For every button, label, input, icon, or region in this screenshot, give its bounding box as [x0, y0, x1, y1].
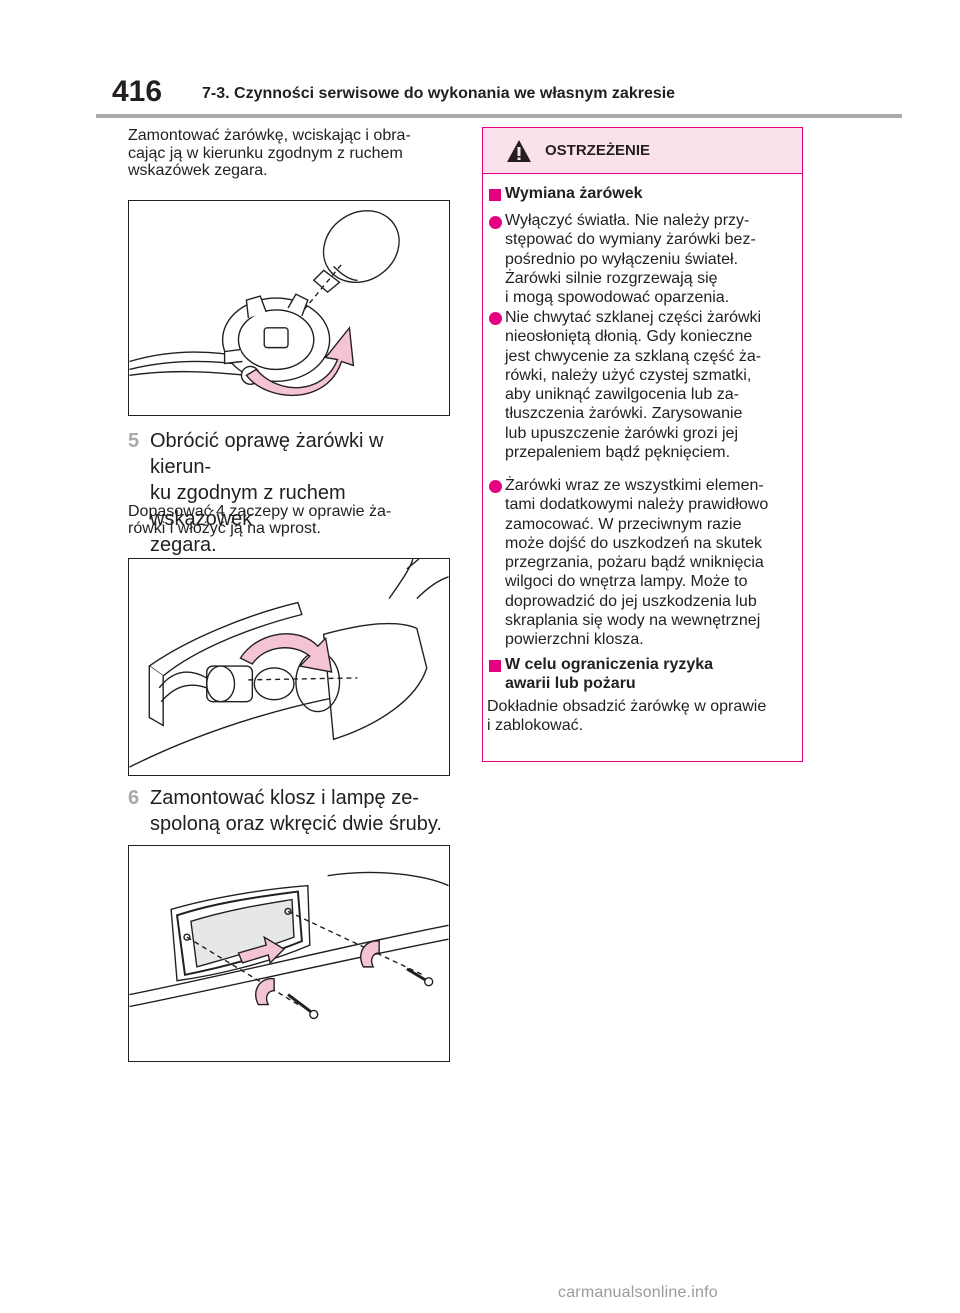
page-number: 416	[112, 75, 163, 108]
step-6-number: 6	[128, 787, 140, 809]
warning-bullet-3: Żarówki wraz ze wszystkimi elemen- tami …	[505, 477, 769, 649]
intro-text: Zamontować żarówkę, wciskając i obra- ca…	[128, 127, 411, 179]
bullet-marker	[489, 312, 502, 325]
push-arrow	[237, 935, 286, 965]
section-square-marker	[489, 660, 501, 672]
bullet-marker	[489, 216, 502, 229]
rotation-arrow	[245, 326, 355, 396]
header-rule	[96, 114, 902, 118]
warning-bullet-1: Wyłączyć światła. Nie należy przy- stępo…	[505, 212, 756, 307]
lens-install-illustration	[129, 871, 449, 1020]
figure-bulb-holder-turn	[128, 558, 450, 776]
step-5-text: Obrócić oprawę żarówki w kierun- ku zgod…	[150, 430, 384, 556]
figure-bulb-install	[128, 200, 450, 416]
warning-triangle-icon	[507, 140, 531, 162]
warning-section-1-title: Wymiana żarówek	[505, 185, 643, 202]
warning-section-2-title: W celu ograniczenia ryzyka awarii lub po…	[505, 656, 714, 693]
rotation-arrow	[239, 633, 333, 673]
warning-title: OSTRZEŻENIE	[545, 142, 651, 159]
footer-watermark: carmanualsonline.info	[558, 1284, 718, 1301]
figure-lens-install	[128, 845, 450, 1062]
warning-section-2-text: Dokładnie obsadzić żarówkę w oprawie i z…	[487, 698, 767, 735]
bulb-install-illustration	[129, 210, 400, 396]
bullet-marker	[489, 480, 502, 493]
step-5-number: 5	[128, 430, 140, 452]
step-6-text: Zamontować klosz i lampę ze- spoloną ora…	[150, 787, 442, 835]
warning-header: OSTRZEŻENIE	[483, 128, 802, 174]
page-header: 416 7-3. Czynności serwisowe do wykonani…	[96, 74, 902, 118]
bulb-holder-illustration	[129, 559, 449, 768]
warning-box: OSTRZEŻENIE Wymiana żarówek Wyłączyć świ…	[482, 127, 803, 762]
section-square-marker	[489, 189, 501, 201]
warning-bullet-2: Nie chwytać szklanej części żarówki nieo…	[505, 309, 762, 462]
step-5-note: Dopasować 4 zaczepy w oprawie ża- rówki …	[128, 503, 392, 537]
section-title: 7-3. Czynności serwisowe do wykonania we…	[202, 85, 676, 102]
